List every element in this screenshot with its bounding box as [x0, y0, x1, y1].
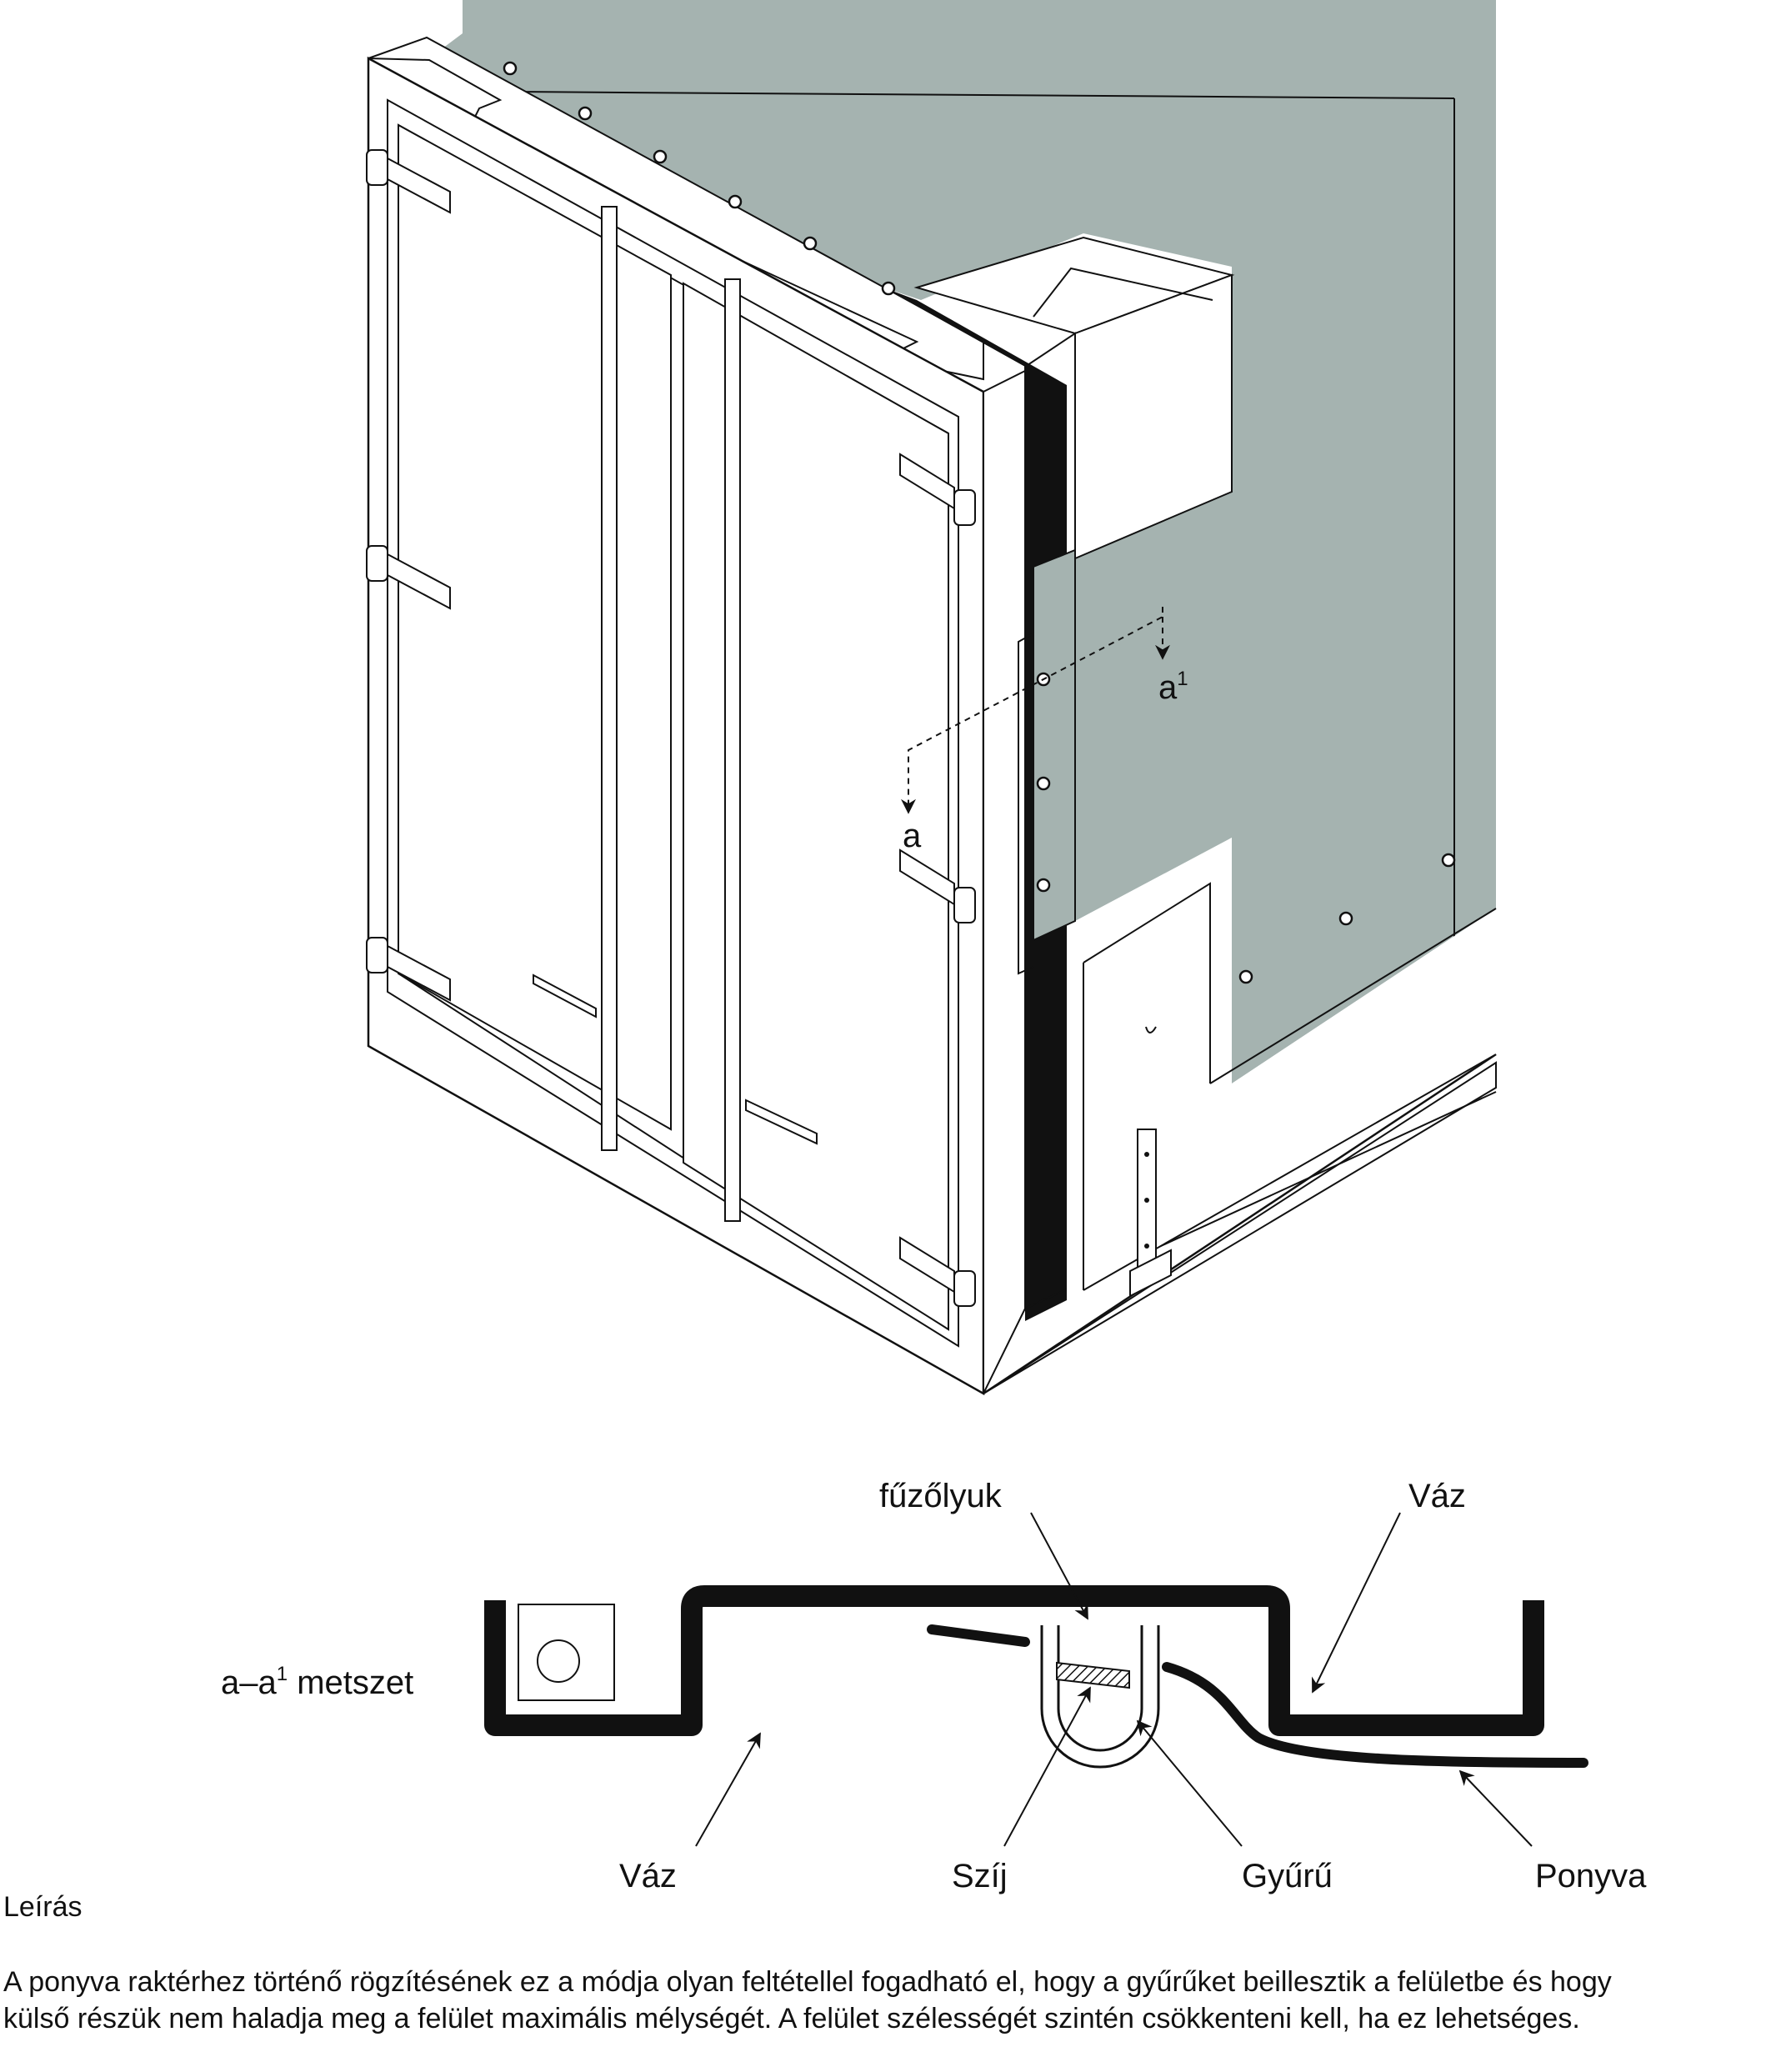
pointer-strap	[1003, 1686, 1091, 1847]
description-heading: Leírás	[3, 1891, 83, 1923]
section-marker-a: a	[903, 818, 922, 854]
pointer-frame-top	[1312, 1512, 1401, 1694]
tarpaulin-surface	[429, 0, 1496, 1084]
label-ring: Gyűrű	[1242, 1858, 1333, 1894]
section-title-main: a–a	[221, 1664, 277, 1701]
pointer-frame-bottom	[695, 1732, 761, 1847]
section-marker-a1-letter: a	[1158, 669, 1178, 706]
description-line-1: A ponyva raktérhez történő rögzítésének …	[3, 1966, 1612, 1998]
tube-hole	[537, 1639, 580, 1683]
section-line	[901, 607, 1170, 814]
isometric-drawing: a a1	[366, 0, 1497, 1396]
tarpaulin-right	[1162, 1662, 1588, 1768]
side-body-lower	[983, 1061, 1497, 1394]
black-corner-seal	[883, 288, 1067, 1321]
side-bracket	[1129, 1129, 1172, 1298]
pointer-eyelet	[1030, 1512, 1088, 1620]
section-marker-a1: a1	[1158, 668, 1188, 706]
roof-front-band	[368, 36, 984, 381]
label-tarpaulin: Ponyva	[1535, 1858, 1647, 1894]
corner-cover-plate	[1018, 548, 1076, 975]
frame-profile	[484, 1585, 1544, 1736]
side-hook-small	[1145, 1026, 1157, 1033]
rear-doors	[387, 98, 959, 1348]
section-title-sup: 1	[277, 1663, 288, 1685]
section-title: a–a1 metszet	[221, 1663, 413, 1701]
tarpaulin-top-line	[508, 91, 1455, 99]
ring-shape	[1040, 1625, 1160, 1769]
description-line-2: külső részük nem haladja meg a felület m…	[3, 2003, 1580, 2034]
side-lower-white	[1067, 838, 1496, 1300]
pointer-ring	[1136, 1719, 1243, 1847]
label-strap: Szíj	[952, 1858, 1008, 1894]
side-body-bottom-edge	[983, 1053, 1497, 1395]
label-frame-top: Váz	[1408, 1478, 1466, 1514]
section-title-suffix: metszet	[288, 1664, 413, 1701]
label-frame-bottom: Váz	[619, 1858, 677, 1894]
inner-box	[707, 1619, 932, 1725]
strap-hatched	[1056, 1661, 1130, 1689]
section-marker-a1-sup: 1	[1177, 668, 1188, 690]
description-body: A ponyva raktérhez történő rögzítésének …	[3, 1964, 1787, 2037]
label-eyelet: fűzőlyuk	[879, 1478, 1003, 1514]
tarpaulin-rings	[503, 61, 1456, 984]
pointer-tarpaulin	[1458, 1769, 1533, 1847]
section-diagram: fűzőlyuk Váz Váz Szíj Gyűrű Ponyva a–a1 …	[221, 1478, 1647, 1894]
door-hinges	[366, 149, 976, 1307]
tarpaulin-left	[927, 1624, 1030, 1647]
